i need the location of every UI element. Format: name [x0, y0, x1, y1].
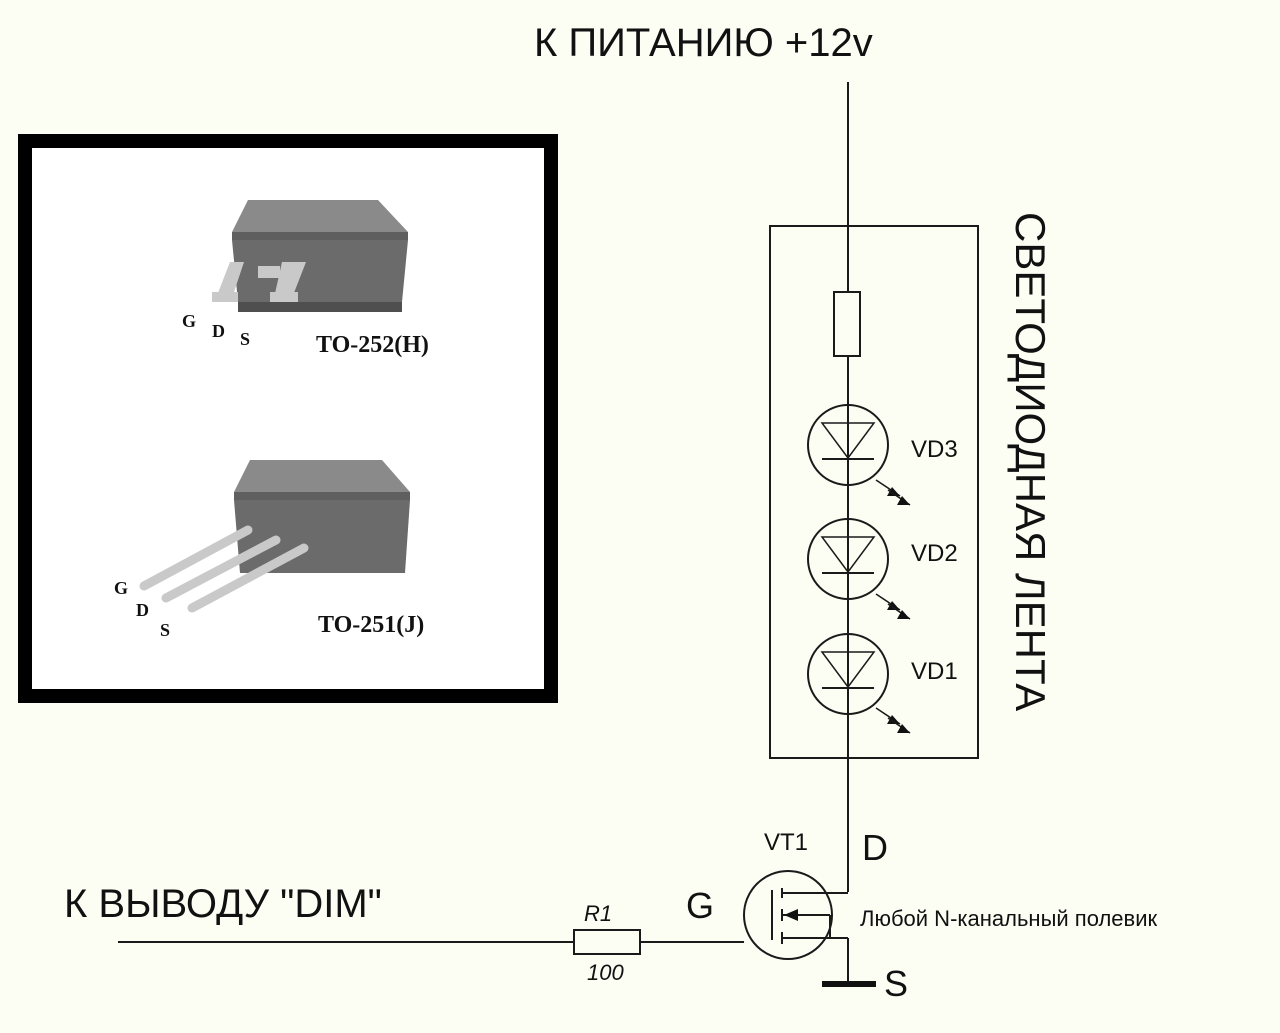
mosfet-gate-label: G [686, 885, 714, 926]
to252-pin-d: D [212, 321, 225, 341]
to252-pin-s: S [240, 329, 250, 349]
led-strip-label: СВЕТОДИОДНАЯ ЛЕНТА [1007, 212, 1054, 711]
to251-package-label: TO-251(J) [318, 612, 424, 638]
resistor-r1-label: R1 [584, 901, 612, 926]
to252-package-icon [212, 200, 408, 312]
to251-pin-d: D [136, 600, 149, 620]
mosfet-source-label: S [884, 963, 908, 1004]
led-vd2-label: VD2 [911, 540, 958, 567]
to252-package-label: TO-252(H) [316, 332, 429, 358]
to251-package-icon [139, 460, 410, 613]
to252-pin-g: G [182, 311, 196, 331]
led-vd3 [807, 404, 911, 506]
resistor-r1-value: 100 [587, 960, 624, 985]
led-vd2 [807, 518, 911, 620]
mosfet-note: Любой N-канальный полевик [860, 906, 1157, 931]
to251-pin-g: G [114, 578, 128, 598]
gate-resistor-r1 [573, 929, 641, 955]
led-vd1 [807, 633, 911, 734]
package-reference-panel: G D S TO-252(H) G D S TO-251(J) [18, 134, 558, 703]
strip-resistor [833, 291, 861, 357]
led-vd1-label: VD1 [911, 658, 958, 685]
led-vd3-label: VD3 [911, 436, 958, 463]
power-supply-label: К ПИТАНИЮ +12v [534, 21, 873, 65]
to251-pin-s: S [160, 620, 170, 640]
mosfet-vt1-label: VT1 [764, 829, 808, 856]
mosfet-drain-label: D [862, 827, 888, 868]
led-strip-box [769, 225, 979, 759]
mosfet-vt1-symbol [743, 870, 876, 987]
dim-input-label: К ВЫВОДУ "DIM" [64, 882, 382, 926]
